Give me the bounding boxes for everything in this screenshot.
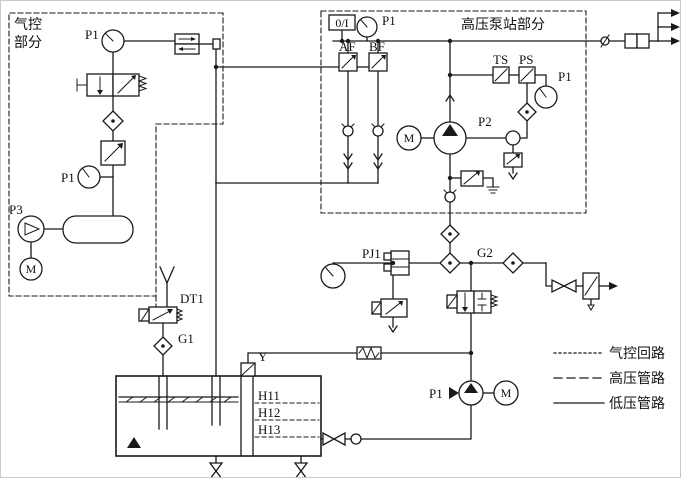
filter-g2 [502, 252, 524, 274]
valve-af [338, 52, 358, 72]
legend: 气控回路 高压管路 低压管路 [553, 346, 665, 412]
label-af: AF [339, 39, 356, 54]
suction-coupling [350, 433, 362, 445]
pressure-switch-ps [518, 66, 536, 84]
gauge-p1-pneumatic-top [101, 29, 125, 53]
label-p1-pneumatic-low: P1 [61, 170, 75, 185]
suction-shutoff-valve [322, 431, 346, 447]
motor-pneumatic [19, 257, 43, 281]
unloader-valve [460, 170, 500, 194]
inline-heater [356, 346, 382, 360]
check-valve-af [341, 123, 355, 137]
pressure-regulator [100, 140, 126, 166]
pilot-relay-valve [174, 33, 221, 55]
label-g2: G2 [477, 245, 493, 260]
outlet-block [624, 33, 650, 49]
legend-label-pneumatic: 气控回路 [609, 346, 665, 362]
check-valve-bf [371, 123, 385, 137]
label-motor-pneumatic: M [26, 262, 37, 276]
gauge-p1-station-right [534, 85, 558, 109]
circulation-pump-p1 [449, 380, 484, 406]
relief-valve [503, 152, 523, 181]
oil-tank [115, 375, 322, 457]
pressure-switch-ts [492, 66, 510, 84]
air-service-unit [582, 272, 600, 311]
label-g1: G1 [178, 331, 194, 346]
power-switch-box [328, 14, 356, 31]
flow-arrow-right [609, 282, 618, 290]
motor-station [396, 125, 435, 151]
label-power-switch: 0/I [335, 16, 348, 30]
outlet-coupling [600, 34, 610, 48]
filter-distribution [439, 252, 461, 274]
filter-pump-outlet [440, 224, 460, 244]
filter-station [517, 102, 537, 122]
main-pump-p2 [433, 93, 467, 155]
label-bf: BF [369, 39, 385, 54]
compressor-p3 [17, 215, 45, 243]
shutoff-valve-right [551, 278, 577, 294]
text-labels: 气控 部分 高压泵站部分 0/I P1 P1 P3 P1 AF BF TS PS… [9, 13, 572, 437]
solenoid-valve-mid [371, 298, 408, 334]
label-p1-circulation: P1 [429, 386, 443, 401]
label-p2: P2 [478, 114, 492, 129]
filter-g1 [153, 336, 173, 356]
pump-station-title: 高压泵站部分 [461, 16, 545, 33]
label-p1-pneumatic-top: P1 [85, 27, 99, 42]
motor-circulation [493, 380, 519, 406]
label-p1-station-top: P1 [382, 13, 396, 28]
valve-bf [368, 52, 388, 72]
label-pj1: PJ1 [362, 246, 381, 261]
label-motor-station: M [404, 131, 415, 145]
legend-label-high-pressure: 高压管路 [609, 370, 665, 387]
label-h13: H13 [258, 422, 280, 437]
air-receiver [62, 215, 134, 244]
drain-valve-right [293, 462, 309, 477]
directional-valve-mid [446, 290, 499, 314]
label-dt1: DT1 [180, 291, 204, 306]
legend-label-low-pressure: 低压管路 [609, 396, 665, 412]
strainer-y [240, 362, 256, 377]
outlet-arrows [671, 9, 680, 45]
label-p3: P3 [9, 202, 23, 217]
label-p1-station-right: P1 [558, 69, 572, 84]
label-y: Y [258, 349, 268, 364]
pump-station-border [320, 10, 587, 214]
label-ts: TS [493, 52, 508, 67]
gauge-small-station [505, 130, 521, 146]
gauge-p1-station-top [356, 16, 378, 38]
check-valve-pump [443, 189, 457, 203]
pneumatic-title-line1: 气控 [14, 17, 42, 33]
drain-valve-left [208, 462, 224, 477]
gauge-p1-pneumatic-low [77, 165, 101, 189]
solenoid-valve-dt1 [138, 306, 184, 324]
label-h12: H12 [258, 405, 280, 420]
air-filter-pneumatic [102, 110, 124, 132]
gauge-distribution [320, 263, 346, 289]
pneumatic-title-line2: 部分 [14, 35, 42, 51]
label-h11: H11 [258, 388, 280, 403]
exhaust-arrows [343, 153, 383, 171]
label-ps: PS [519, 52, 533, 67]
directional-valve-4-2 [76, 73, 148, 97]
label-motor-circulation: M [501, 386, 512, 400]
junction-dots [213, 38, 474, 356]
